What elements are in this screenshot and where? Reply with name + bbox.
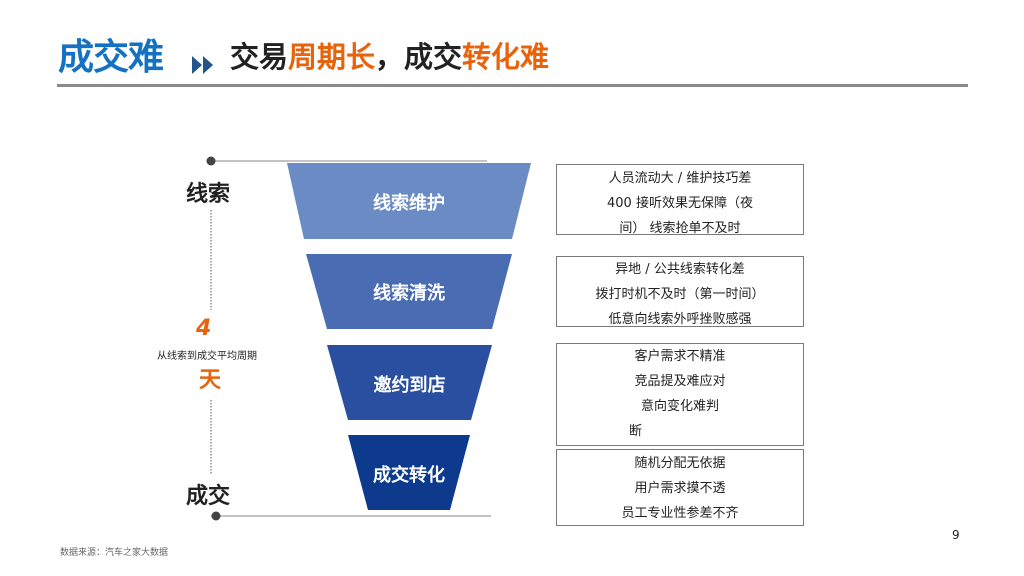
funnel-label: 线索维护 [373,193,445,214]
subtitle-text: ，成交 [375,40,463,74]
issue-text: 断 [629,424,643,439]
issue-text: 竞品提及难应对 [634,374,726,389]
issue-box-3: 客户需求不精准 竞品提及难应对 意向变化难判 断 [556,343,804,446]
stage-start-label: 线索 [186,182,231,207]
funnel-label: 成交转化 [373,465,445,486]
issue-box-2: 异地 / 公共线索转化差 拨打时机不及时（第一时间） 低意向线索外呼挫败感强 [556,256,804,327]
slide-subtitle: 交易周期长，成交转化难 [230,34,549,76]
funnel-stage-2 [306,254,512,329]
issue-text: 间） 线索抢单不及时 [619,221,741,236]
stage-end-label: 成交 [186,484,231,509]
subtitle-highlight: 转化难 [462,40,550,74]
issue-text: 意向变化难判 [640,399,719,414]
issue-text: 400 接听效果无保障（夜 [607,196,753,211]
cycle-label: 从线索到成交平均周期 [157,351,257,362]
double-arrow-icon [192,56,213,74]
issue-text: 员工专业性参差不齐 [621,506,739,521]
issue-text: 人员流动大 / 维护技巧差 [608,171,752,186]
issue-box-1: 人员流动大 / 维护技巧差 400 接听效果无保障（夜 间） 线索抢单不及时 [556,164,804,236]
subtitle-text: 交易 [230,40,289,74]
funnel-stage-1 [287,163,531,239]
top-dot [206,156,216,166]
cycle-number: 4 [196,316,212,341]
title-divider [57,84,968,87]
funnel-label: 邀约到店 [373,375,446,396]
funnel-stage-3 [327,345,492,420]
issue-text: 拨打时机不及时（第一时间） [595,287,765,302]
funnel-stage-4 [348,435,470,510]
issue-text: 用户需求摸不透 [634,481,726,496]
page-number: 9 [952,528,960,542]
bottom-dot [211,511,221,521]
cycle-unit: 天 [199,368,222,393]
issue-text: 客户需求不精准 [634,349,726,364]
issue-text: 低意向线索外呼挫败感强 [608,312,752,327]
slide-title: 成交难 [58,37,164,78]
subtitle-highlight: 周期长 [288,40,376,74]
funnel-label: 线索清洗 [373,283,445,304]
data-source: 数据来源：汽车之家大数据 [60,548,169,558]
issue-text: 异地 / 公共线索转化差 [615,262,745,277]
issue-text: 随机分配无依据 [634,456,726,471]
issue-box-4: 随机分配无依据 用户需求摸不透 员工专业性参差不齐 [556,449,804,526]
